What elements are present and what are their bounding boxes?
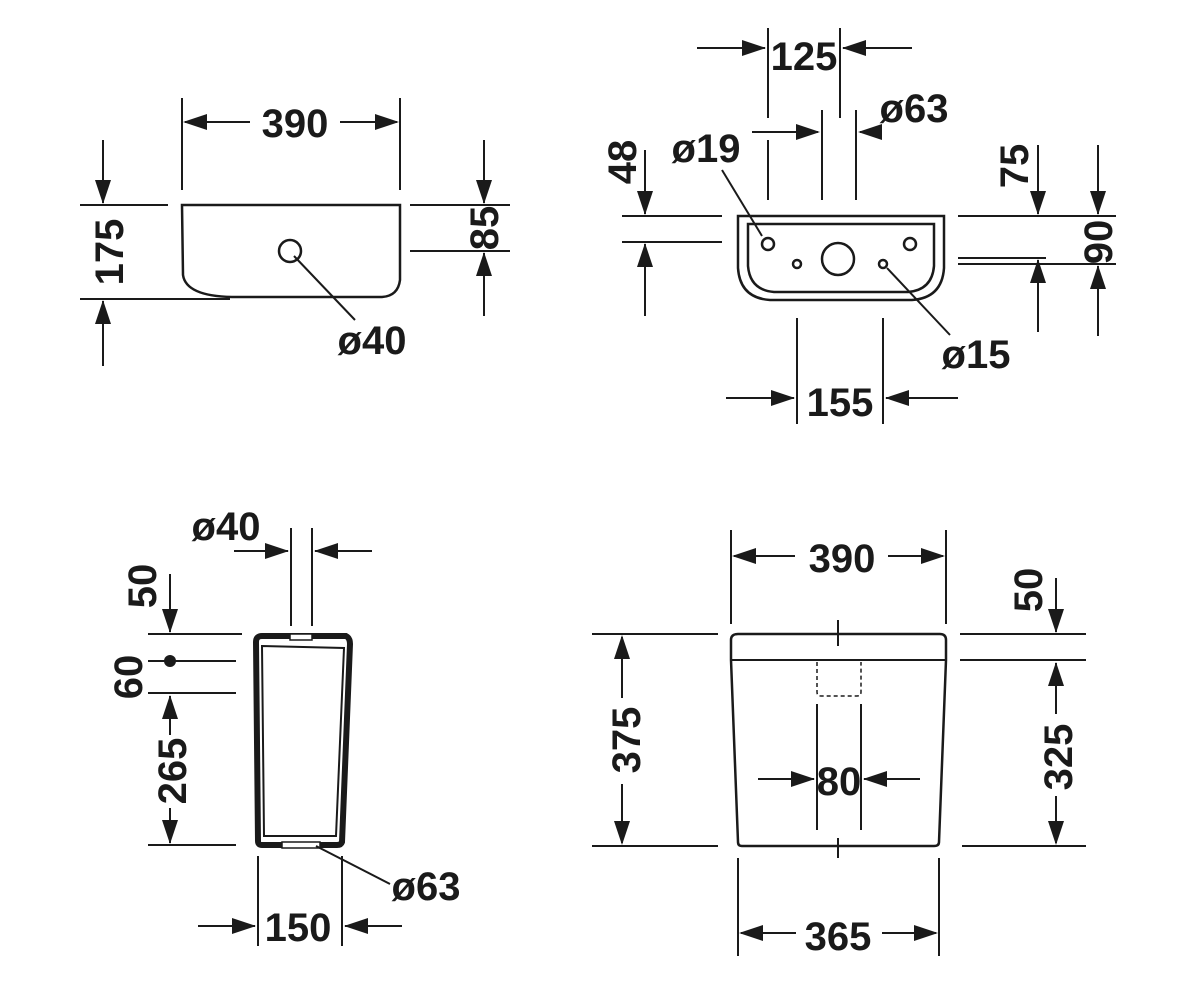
arrowhead [863, 771, 887, 787]
arrowhead [885, 390, 909, 406]
arrowhead [637, 191, 653, 215]
arrowhead [162, 609, 178, 633]
top-view-outlet-leader [293, 255, 356, 321]
arrowhead [771, 390, 795, 406]
arrowhead [95, 180, 111, 204]
arrowhead [914, 925, 938, 941]
arrowhead [476, 180, 492, 204]
underside-fixing-hole-label: ø19 [672, 127, 741, 171]
small-hole-right [877, 258, 889, 270]
side-depth-label: 150 [265, 906, 332, 950]
arrowhead [375, 114, 399, 130]
arrowhead [1030, 191, 1046, 215]
leader-line [315, 845, 391, 885]
arrowhead [162, 820, 178, 844]
front-top-width-label: 390 [809, 537, 876, 581]
arrowhead [921, 548, 945, 564]
underside-right-offset-label: 75 [993, 144, 1037, 189]
arrowhead [742, 40, 766, 56]
underside-top-spacing-label: 125 [771, 35, 838, 79]
arrowhead [858, 124, 882, 140]
arrowhead [637, 243, 653, 267]
arrowhead [314, 543, 338, 559]
arrowhead [95, 300, 111, 324]
arrowhead [791, 771, 815, 787]
arrowhead [344, 918, 368, 934]
arrowhead [162, 695, 178, 719]
leader-line [721, 169, 763, 237]
front-tank-outline [729, 632, 948, 848]
arrowhead [183, 114, 207, 130]
arrowhead [232, 918, 256, 934]
top-outlet-diameter-label: ø40 [338, 319, 407, 363]
top-outlet-offset-label: 85 [463, 206, 507, 251]
underside-depth-label: 90 [1077, 220, 1121, 265]
underside-bottom-spacing-label: 155 [807, 381, 874, 425]
arrowhead [732, 548, 756, 564]
side-inlet-height-label: 60 [107, 655, 151, 700]
side-body-height-label: 265 [151, 738, 195, 805]
side-top-offset-label: 50 [121, 564, 165, 609]
front-flush-button-outline [816, 662, 862, 697]
side-tank-inner-line [260, 644, 346, 837]
small-hole-left [791, 258, 803, 270]
arrowhead [842, 40, 866, 56]
arrowhead [1048, 609, 1064, 633]
arrowhead [476, 252, 492, 276]
top-width-label: 390 [262, 102, 329, 146]
fixing-hole-right [902, 236, 918, 252]
side-inlet-diameter-label: ø40 [192, 505, 261, 549]
top-view: 390 175 85 ø40 [80, 98, 510, 366]
top-height-label: 175 [88, 219, 132, 286]
arrowhead [614, 821, 630, 845]
fixing-hole-left [760, 236, 776, 252]
front-body-height-label: 325 [1037, 724, 1081, 791]
front-view: 390 50 325 375 80 [592, 530, 1086, 959]
arrowhead [1030, 259, 1046, 283]
arrowhead [265, 543, 289, 559]
underside-left-offset-label: 48 [601, 140, 645, 185]
side-outlet-diameter-label: ø63 [392, 865, 461, 909]
front-total-height-label: 375 [605, 707, 649, 774]
front-button-width-label: 80 [817, 760, 862, 804]
front-bottom-width-label: 365 [805, 915, 872, 959]
underside-small-hole-label: ø15 [942, 333, 1011, 377]
underside-large-hole-label: ø63 [880, 87, 949, 131]
arrowhead [739, 925, 763, 941]
leader-line [886, 267, 951, 336]
arrowhead [1090, 191, 1106, 215]
front-top-offset-label: 50 [1007, 568, 1051, 613]
flush-valve-hole [820, 241, 856, 277]
arrowhead [1048, 662, 1064, 686]
arrowhead [1090, 265, 1106, 289]
side-inlet-opening [289, 633, 313, 641]
side-view: ø40 50 60 265 ø63 150 [107, 505, 460, 950]
side-tank-outline [252, 633, 354, 848]
arrowhead [1048, 821, 1064, 845]
underside-view: 125 ø63 ø19 48 75 90 [601, 28, 1121, 425]
side-inlet-center-mark [164, 655, 176, 667]
arrowhead [614, 635, 630, 659]
side-outlet-opening [281, 841, 321, 849]
arrowhead [796, 124, 820, 140]
